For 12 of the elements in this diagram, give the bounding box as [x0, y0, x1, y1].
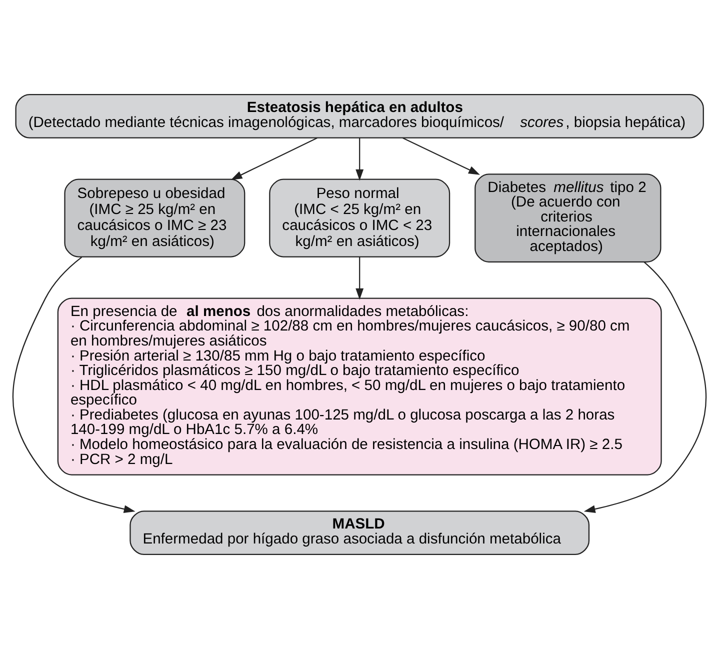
node-box: Esteatosis hepática en adultos (Detectado mediante técnicas imagenológicas, marcadores bioquímicos/scores, biopsia hepática)	[15, 94, 704, 138]
node-box: En presencia de al menos dos anormalidades metabólicas: · Circunferencia abdominal ≥ 102/88 cm en hombres/mujeres caucásicos, ≥ 90/80 cm en hombres/mujeres asiáticos · Presión arterial ≥ 130/85 mm Hg o bajo tratamiento específico · Triglicéridos plasmáticos ≥ 150 mg/dL o bajo tratamiento específico · HDL plasmático < 40 mg/dL en hombres, < 50 mg/dL en mujeres o bajo tratamiento específico · Prediabetes (glucosa en ayunas 100-125 mg/dL o glucosa poscarga a las 2 horas 140-199 mg/dL o HbA1c 5.7% a 6.4% · Modelo homeostásico para la evaluación de resistencia a insulina (HOMA IR) ≥ 2.5 · PCR > 2 mg/L	[57, 298, 662, 476]
arrow	[12, 256, 136, 514]
node-box: Diabetes mellitus tipo 2 (De acuerdo con criterios internacionales aceptados)	[474, 174, 662, 262]
arrow	[230, 137, 318, 180]
arrow	[356, 256, 364, 300]
arrow	[584, 262, 706, 514]
arrow	[356, 138, 364, 181]
node-box: Peso normal (IMC < 25 kg/m² en caucásicos o IMC < 23 kg/m² en asiáticos)	[269, 178, 450, 258]
node-box: MASLD Enfermedad por hígado graso asociada a disfunción metabólica	[130, 510, 590, 556]
arrow	[402, 137, 480, 175]
node-box: Sobrepeso u obesidad (IMC ≥ 25 kg/m² en caucásicos o IMC ≥ 23 kg/m² en asiáticos)	[64, 178, 246, 258]
